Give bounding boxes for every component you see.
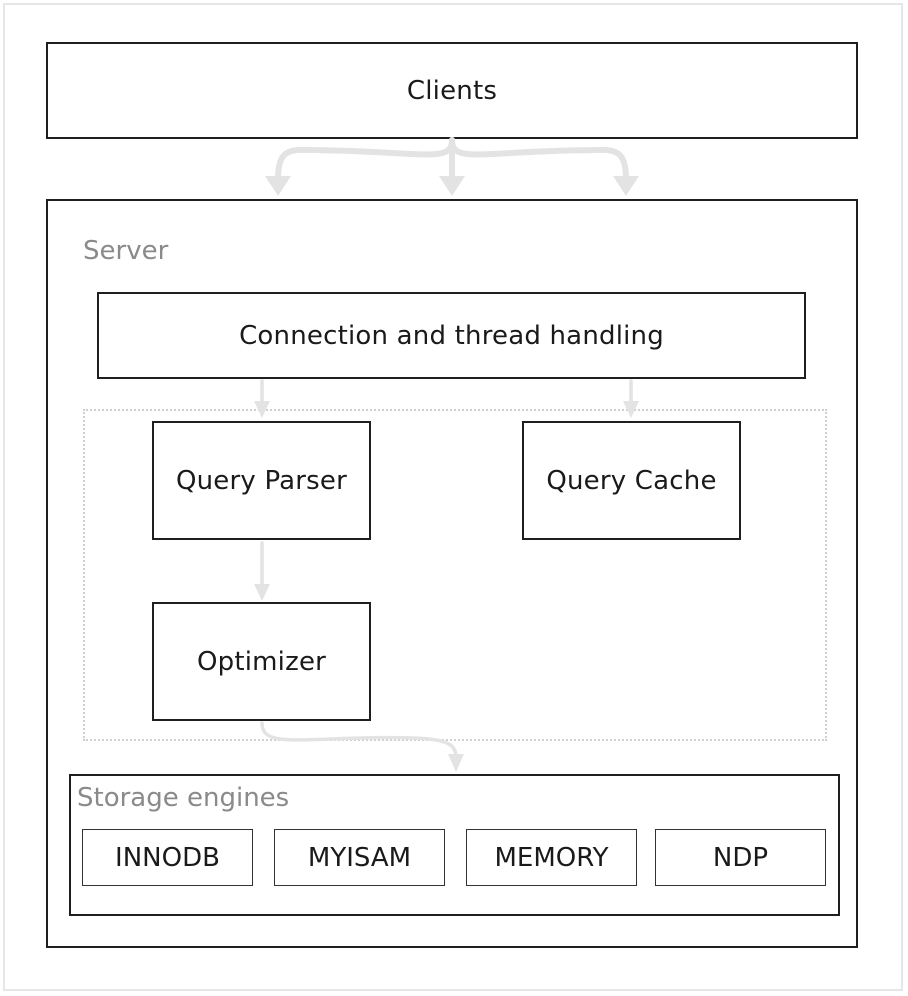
server-caption: Server <box>83 236 169 266</box>
connection-box: Connection and thread handling <box>97 292 806 379</box>
query-cache-box: Query Cache <box>522 421 741 540</box>
clients-label: Clients <box>406 75 498 106</box>
query-cache-label: Query Cache <box>546 465 717 496</box>
engine-memory: MEMORY <box>466 829 637 886</box>
connection-label: Connection and thread handling <box>239 320 664 351</box>
query-parser-label: Query Parser <box>175 465 348 496</box>
storage-engines-caption: Storage engines <box>77 783 290 813</box>
engine-ndp: NDP <box>655 829 826 886</box>
optimizer-label: Optimizer <box>196 646 327 677</box>
clients-box: Clients <box>46 42 858 139</box>
engine-innodb: INNODB <box>82 829 253 886</box>
optimizer-box: Optimizer <box>152 602 371 721</box>
diagram-frame <box>3 3 903 991</box>
engine-myisam: MYISAM <box>274 829 445 886</box>
query-parser-box: Query Parser <box>152 421 371 540</box>
